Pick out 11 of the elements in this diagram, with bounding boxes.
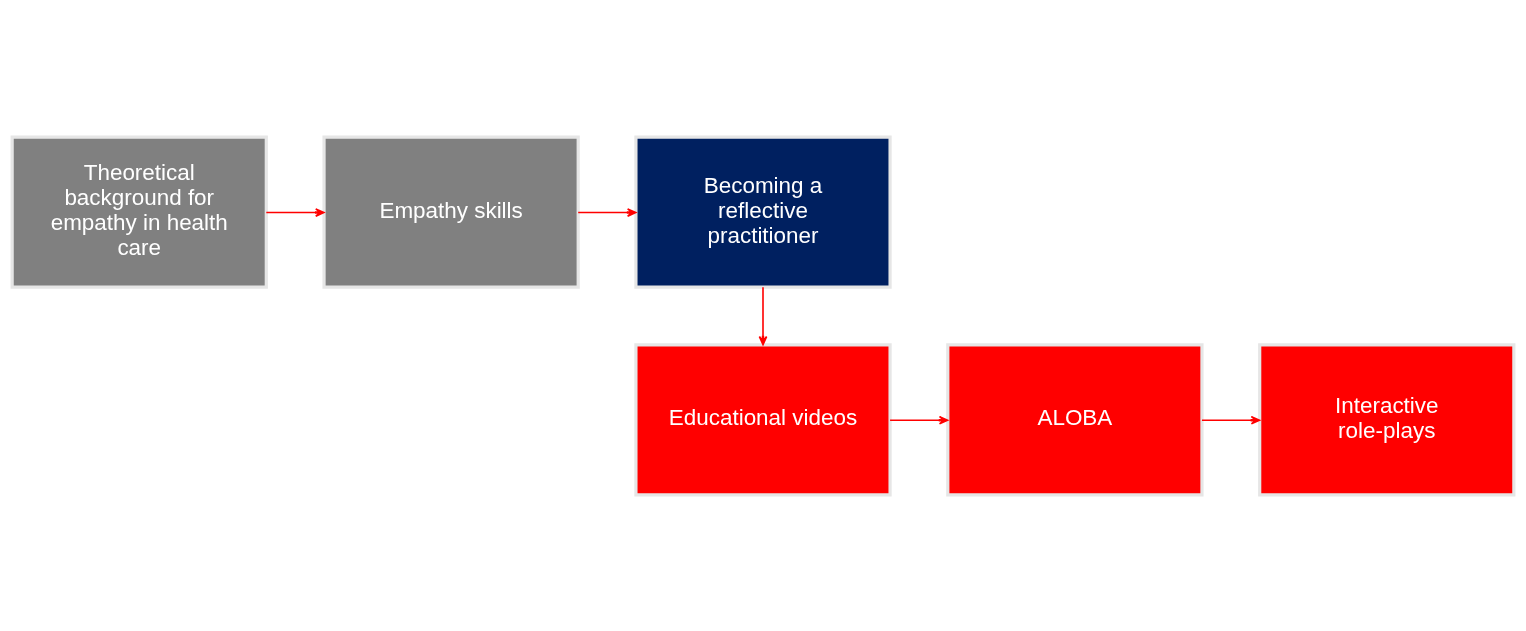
node-box: Theoretical background for empathy in health care [10,135,268,289]
node-box: Becoming a reflective practitioner [634,135,892,289]
arrow [577,207,637,217]
arrow [889,415,949,425]
arrow [1201,415,1261,425]
node-box: Interactive role-plays [1258,342,1516,496]
arrow [758,285,768,345]
node-box: Empathy skills [322,135,580,289]
node-box: ALOBA [946,342,1204,496]
node-box: Educational videos [634,342,892,496]
arrow [265,207,325,217]
